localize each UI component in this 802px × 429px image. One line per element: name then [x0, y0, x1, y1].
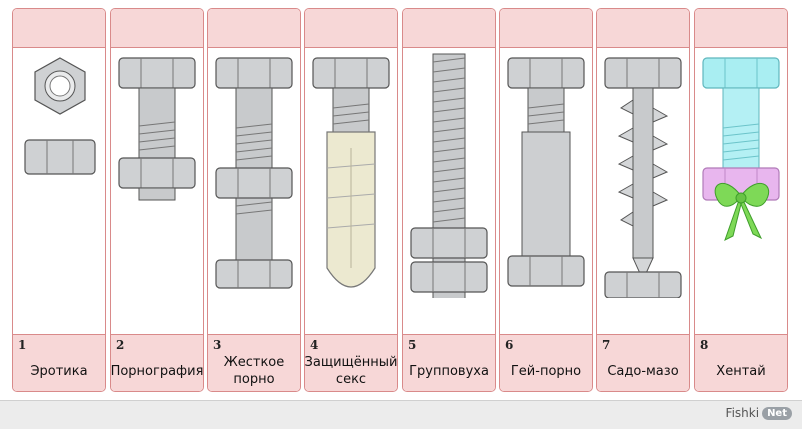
- caption-bar: 8 Хентай: [695, 334, 787, 391]
- panel-illustration: [305, 48, 397, 334]
- bolt-between-two-nuts: [215, 57, 293, 289]
- caption-bar: 7 Садо-мазо: [597, 334, 689, 391]
- panel-number: 8: [700, 338, 709, 352]
- panel-number: 1: [18, 338, 27, 352]
- panel-number: 2: [116, 338, 125, 352]
- panel-number: 6: [505, 338, 514, 352]
- fishki-logo: Fishki Net: [726, 406, 792, 420]
- panel-7: 7 Садо-мазо: [596, 8, 690, 392]
- hex-nut-top-view: [34, 57, 86, 115]
- brand-name: Fishki: [725, 406, 760, 420]
- panel-number: 7: [602, 338, 611, 352]
- panel-caption: Садо-мазо: [607, 363, 679, 379]
- bolt-in-wall-anchor: [312, 57, 390, 288]
- caption-bar: 2 Порнография: [111, 334, 203, 391]
- panel-header: [403, 9, 495, 48]
- panel-illustration: [208, 48, 300, 334]
- caption-bar: 4 Защищённый секс: [305, 334, 397, 391]
- caption-bar: 1 Эротика: [13, 334, 105, 391]
- green-ribbon-bow: [714, 183, 770, 241]
- panel-header: [111, 9, 203, 48]
- cyan-bolt-with-pink-nut-and-bow: [702, 57, 780, 201]
- panel-number: 5: [408, 338, 417, 352]
- caption-bar: 5 Групповуха: [403, 334, 495, 391]
- panel-caption: Хентай: [716, 363, 766, 379]
- panel-3: 3 Жесткое порно: [207, 8, 301, 392]
- panel-header: [208, 9, 300, 48]
- hex-nut-side-view: [24, 139, 96, 175]
- panel-5: 5 Групповуха: [402, 8, 496, 392]
- panel-caption: Гей-порно: [510, 363, 582, 379]
- panel-header: [13, 9, 105, 48]
- panel-number: 4: [310, 338, 319, 352]
- panel-illustration: [597, 48, 689, 334]
- panel-illustration: [403, 48, 495, 334]
- self-drilling-screw-with-nut: [604, 57, 682, 299]
- brand-badge: Net: [762, 406, 792, 420]
- bolt-with-nut: [118, 57, 196, 201]
- panel-2: 2 Порнография: [110, 8, 204, 392]
- panel-6: 6 Гей-порно: [499, 8, 593, 392]
- panel-caption: Защищённый секс: [304, 355, 398, 387]
- panel-illustration: [695, 48, 787, 334]
- panel-illustration: [111, 48, 203, 334]
- panel-caption: Жесткое порно: [223, 355, 285, 387]
- panel-1: 1 Эротика: [12, 8, 106, 392]
- watermark-bar: Fishki Net: [0, 400, 802, 429]
- panel-caption: Порнография: [110, 363, 204, 379]
- double-headed-bolt: [507, 57, 585, 287]
- panel-4: 4 Защищённый секс: [304, 8, 398, 392]
- panel-illustration: [500, 48, 592, 334]
- panel-caption: Эротика: [30, 363, 88, 379]
- panel-number: 3: [213, 338, 222, 352]
- caption-bar: 6 Гей-порно: [500, 334, 592, 391]
- panel-header: [305, 9, 397, 48]
- caption-bar: 3 Жесткое порно: [208, 334, 300, 391]
- panel-illustration: [13, 48, 105, 334]
- panel-header: [500, 9, 592, 48]
- panel-header: [597, 9, 689, 48]
- panel-8: 8 Хентай: [694, 8, 788, 392]
- threaded-rod-with-nuts: [410, 53, 488, 303]
- panel-caption: Групповуха: [409, 363, 489, 379]
- panel-header: [695, 9, 787, 48]
